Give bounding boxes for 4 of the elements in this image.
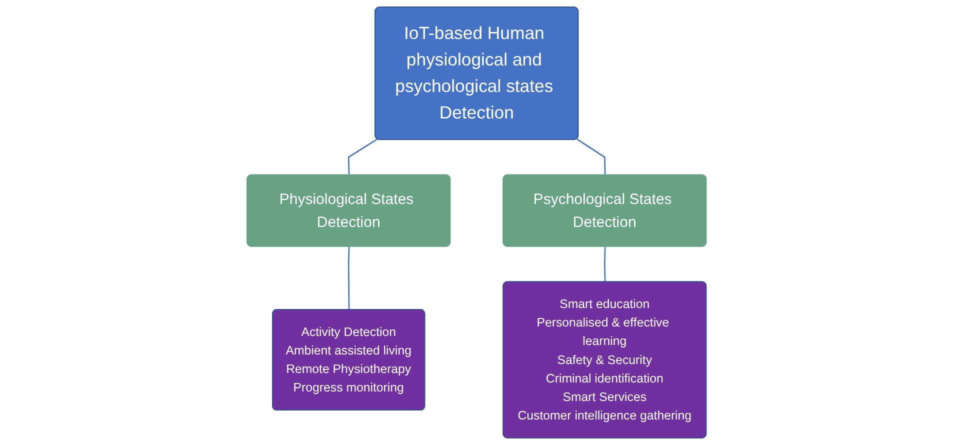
connector [604, 246, 606, 282]
connector [576, 138, 606, 176]
connector [348, 138, 378, 176]
connector [348, 246, 350, 310]
